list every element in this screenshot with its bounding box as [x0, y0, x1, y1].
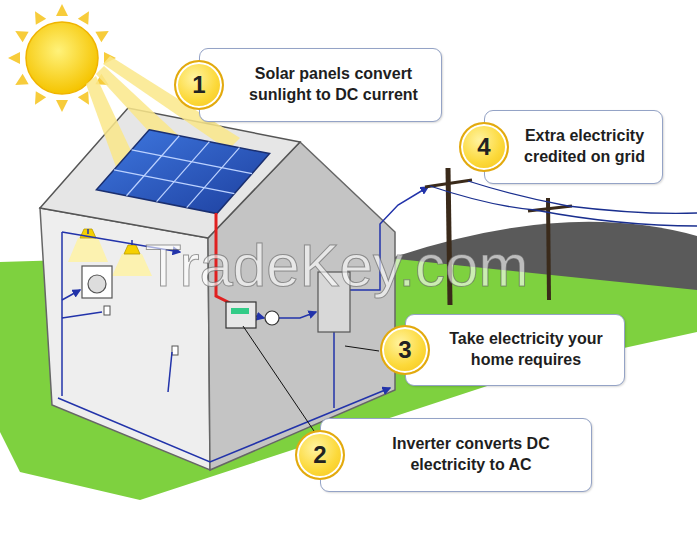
- callout-number: 1: [192, 71, 205, 99]
- equipment: [231, 308, 249, 314]
- callout-box: Take electricity your home requires: [405, 314, 625, 386]
- callout-number: 2: [313, 441, 326, 469]
- callout-circle: 2: [295, 430, 345, 480]
- house-wiring: [87, 229, 89, 234]
- sun: [12, 26, 28, 42]
- solar-panels: [132, 150, 252, 174]
- sun: [78, 8, 94, 24]
- solar-panels: [114, 170, 234, 194]
- interior: [172, 346, 178, 355]
- sun: [12, 74, 28, 90]
- sun: [56, 100, 68, 112]
- leader-lines: [345, 346, 379, 351]
- leader-lines: [243, 326, 379, 431]
- utility-poles: [425, 180, 472, 187]
- callout-text: Inverter converts DC electricity to AC: [379, 434, 564, 476]
- callout-text: Solar panels convert sunlight to DC curr…: [234, 64, 433, 106]
- utility-poles: [430, 181, 697, 226]
- solar-panels: [157, 142, 210, 202]
- house-wiring: [279, 312, 316, 318]
- leader-lines: [243, 326, 314, 431]
- equipment: [226, 302, 256, 328]
- callout-text: Take electricity your home requires: [436, 329, 616, 371]
- solar-panels: [187, 148, 240, 208]
- interior: [104, 306, 110, 315]
- interior: [82, 266, 112, 298]
- house-wiring: [333, 332, 335, 408]
- solar-panels: [96, 130, 269, 214]
- callout-circle: 1: [174, 60, 224, 110]
- utility-poles: [535, 210, 697, 226]
- utility-poles: [468, 181, 568, 206]
- solar-panels: [96, 130, 269, 214]
- equipment: [265, 311, 279, 325]
- solar-panels: [114, 136, 252, 208]
- callout-box: Extra electricity credited on grid: [484, 110, 663, 184]
- interior: [88, 275, 106, 293]
- interior: [68, 238, 108, 262]
- sun: [30, 8, 46, 24]
- utility-poles: [568, 206, 697, 213]
- house-wiring: [62, 290, 80, 300]
- callout-number: 3: [398, 336, 411, 364]
- house-wiring: [256, 316, 264, 318]
- sun: [30, 91, 46, 107]
- callout-box: Inverter converts DC electricity to AC: [320, 418, 592, 492]
- watermark: TradeKey.com: [145, 236, 528, 296]
- interior: [124, 245, 140, 254]
- sun: [95, 26, 111, 42]
- utility-poles: [430, 186, 535, 210]
- house-wiring: [62, 312, 102, 318]
- utility-poles: [548, 198, 549, 300]
- callout-text: Extra electricity credited on grid: [513, 126, 656, 168]
- house-wiring: [131, 240, 133, 245]
- sun: [56, 4, 68, 16]
- callout-box: Solar panels convert sunlight to DC curr…: [199, 48, 442, 122]
- callout-circle: 4: [459, 122, 509, 172]
- callout-circle: 3: [380, 325, 430, 375]
- solar-panels: [127, 136, 180, 196]
- house-wiring: [61, 232, 63, 396]
- sun: [8, 52, 20, 64]
- house-wiring: [168, 352, 172, 392]
- callout-number: 4: [477, 133, 490, 161]
